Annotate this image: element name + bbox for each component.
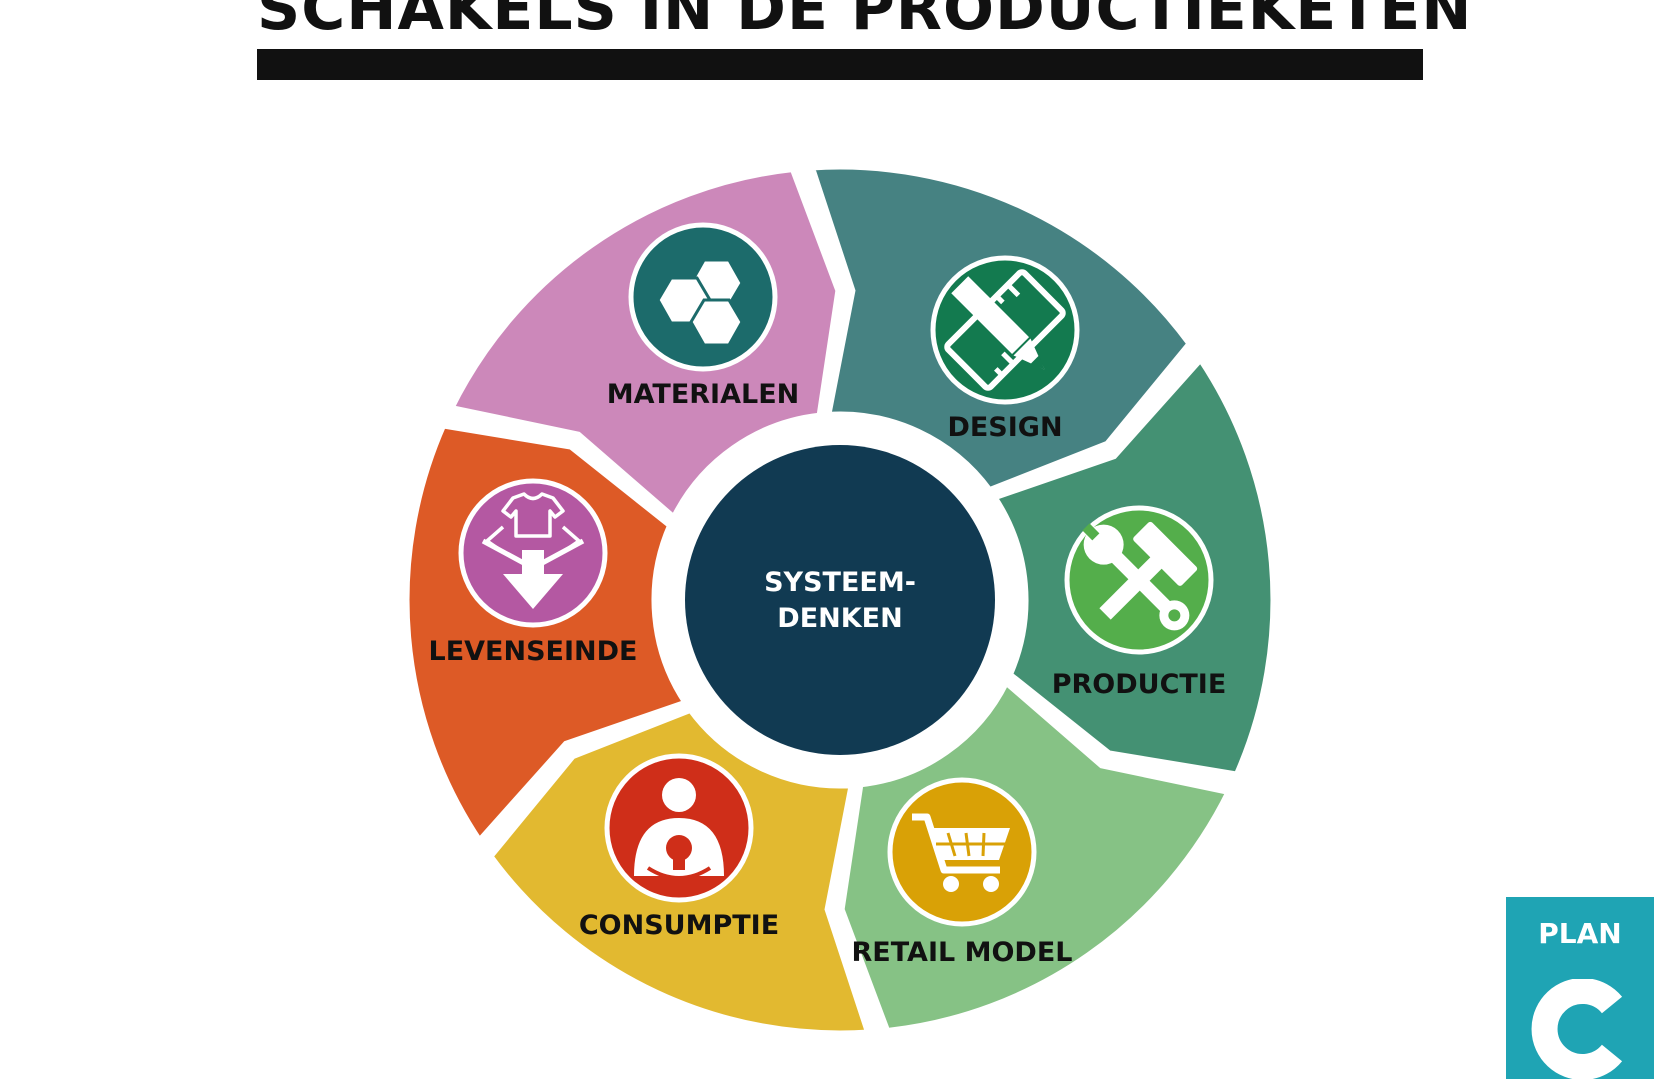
logo-text: PLAN: [1538, 917, 1622, 950]
logo-c-mark: [1531, 979, 1623, 1079]
center-label-line2: DENKEN: [777, 603, 902, 634]
plan-c-logo: PLAN: [1506, 897, 1654, 1079]
segment-label-levenseinde: LEVENSEINDE: [429, 636, 638, 667]
shopping-cart-icon: [912, 813, 1010, 892]
segment-consumptie: CONSUMPTIE: [579, 753, 779, 941]
garment-arrows-icon: [481, 492, 585, 609]
segment-label-consumptie: CONSUMPTIE: [579, 910, 779, 941]
hexagons-icon: [656, 258, 744, 347]
segment-materialen: MATERIALEN: [607, 222, 800, 410]
segment-design: DESIGN: [930, 255, 1080, 443]
page-title: SCHAKELS IN DE PRODUCTIEKETEN: [257, 0, 1473, 44]
segment-label-design: DESIGN: [947, 412, 1062, 443]
segment-retail-model: RETAIL MODEL: [852, 777, 1073, 968]
segment-productie: PRODUCTIE: [1052, 505, 1227, 700]
center-circle: [685, 445, 995, 755]
segment-levenseinde: LEVENSEINDE: [429, 478, 638, 667]
segment-label-productie: PRODUCTIE: [1052, 669, 1227, 700]
segment-label-materialen: MATERIALEN: [607, 379, 800, 410]
hammer-wrench-icon: [1082, 521, 1198, 631]
pencil-ruler-icon: [944, 269, 1066, 391]
person-lightbulb-icon: [634, 778, 724, 880]
title-underline: [257, 49, 1423, 80]
center-label-line1: SYSTEEM-: [764, 567, 916, 598]
segment-label-retail-model: RETAIL MODEL: [852, 937, 1073, 968]
